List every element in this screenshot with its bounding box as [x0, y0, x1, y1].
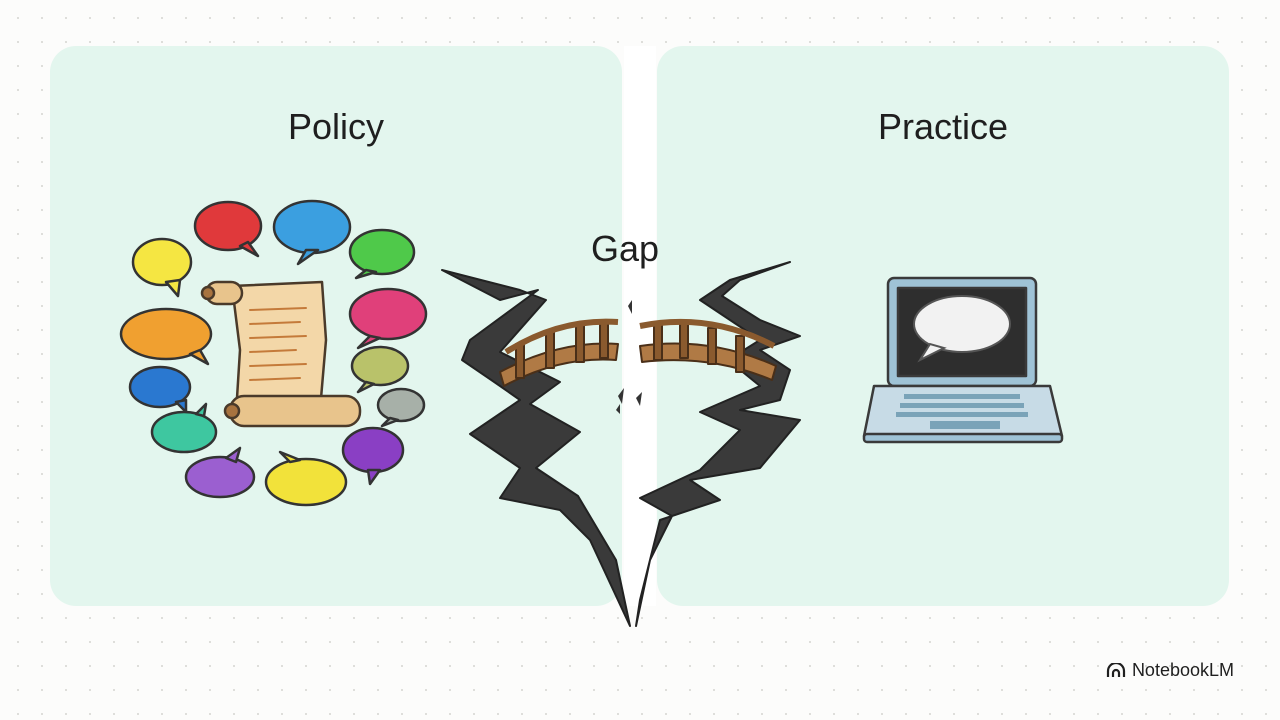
crack-right: [635, 261, 801, 627]
speech-bubbles-cluster: [119, 199, 428, 507]
speech-bubble-red: [193, 200, 263, 258]
speech-bubble-gray: [376, 387, 426, 428]
speech-bubble-olive: [350, 345, 410, 394]
speech-bubble-yellow: [131, 237, 193, 298]
speech-bubble-orange: [119, 307, 213, 366]
notebooklm-brand: NotebookLM: [1106, 660, 1234, 681]
practice-title: Practice: [877, 106, 1009, 147]
speech-bubble-navy: [128, 365, 192, 414]
policy-scroll-icon: [200, 280, 362, 428]
speech-bubble-violet: [341, 426, 405, 486]
chat-bubble-icon: [913, 295, 1011, 363]
speech-bubble-green: [348, 228, 416, 280]
broken-bridge-right: [639, 319, 777, 381]
speech-bubble-teal: [150, 402, 218, 454]
bridge-splinters: [616, 300, 642, 414]
crack-left: [441, 269, 631, 627]
brand-name: NotebookLM: [1131, 660, 1234, 680]
gap-label: Gap: [590, 228, 660, 269]
speech-bubble-lemon: [264, 450, 348, 507]
speech-bubble-purple: [184, 446, 256, 499]
speech-bubble-blue: [272, 199, 352, 266]
broken-bridge-left: [499, 318, 619, 387]
policy-title: Policy: [287, 106, 385, 147]
speech-bubble-pink: [348, 287, 428, 350]
notebooklm-logo-icon: [1106, 662, 1126, 677]
